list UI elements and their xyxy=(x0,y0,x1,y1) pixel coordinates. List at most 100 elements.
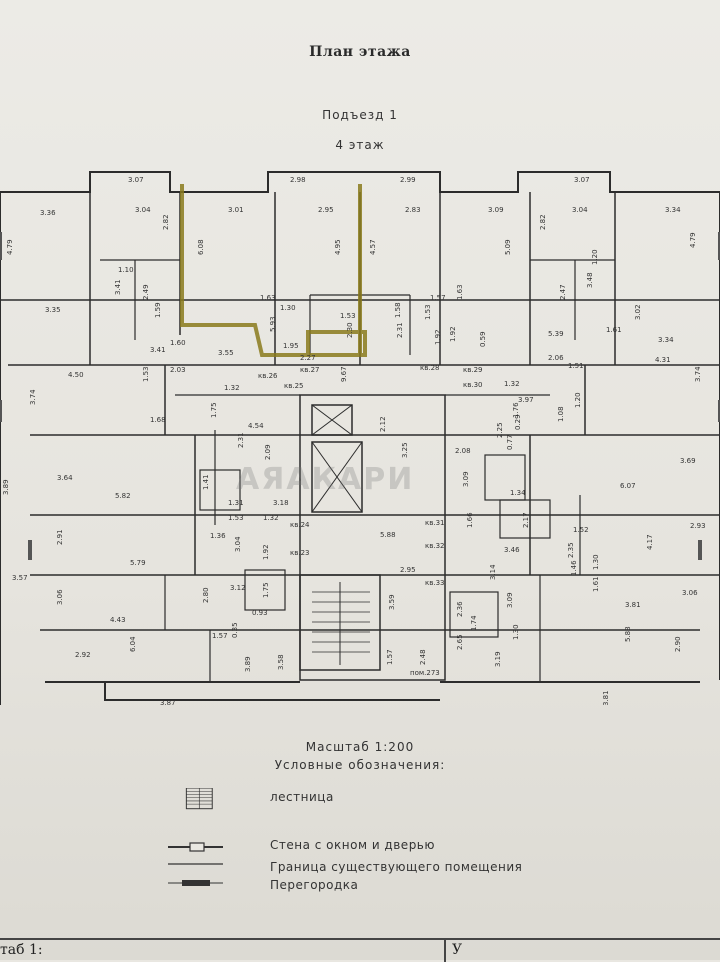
apartment-number-label: кв.25 xyxy=(284,382,304,390)
room-area-label: 1.32 xyxy=(224,384,240,392)
room-area-label: 3.12 xyxy=(230,584,246,592)
room-area-label: 2.90 xyxy=(674,636,682,652)
room-area-label: 3.36 xyxy=(40,209,56,217)
room-area-label: 4.31 xyxy=(655,356,671,364)
room-area-label: 3.07 xyxy=(574,176,590,184)
room-area-label: 3.09 xyxy=(506,592,514,608)
boundary-line-symbol-icon xyxy=(168,863,223,865)
room-area-label: 2.92 xyxy=(75,651,91,659)
watermark-text: АЯАКАРИ xyxy=(236,462,415,497)
room-area-label: 2.12 xyxy=(379,416,387,432)
room-area-label: 4.79 xyxy=(689,232,697,248)
room-area-label: 1.53 xyxy=(142,366,150,382)
room-area-label: 2.83 xyxy=(405,206,421,214)
room-area-label: 2.30 xyxy=(346,322,354,338)
room-area-label: 1.61 xyxy=(606,326,622,334)
room-area-label: 1.41 xyxy=(202,474,210,490)
room-area-label: 4.79 xyxy=(6,239,14,255)
room-area-label: 1.92 xyxy=(449,326,457,342)
room-area-label: 2.82 xyxy=(162,214,170,230)
legend-item-stairs: лестница xyxy=(168,788,668,810)
room-area-label: 2.95 xyxy=(400,566,416,574)
room-area-label: 4.17 xyxy=(646,534,654,550)
room-area-label: 3.02 xyxy=(634,304,642,320)
room-area-label: 3.41 xyxy=(150,346,166,354)
apartment-number-label: кв.29 xyxy=(463,366,483,374)
wall-window-symbol-icon xyxy=(168,842,223,852)
room-area-label: 1.53 xyxy=(228,514,244,522)
room-area-label: 3.35 xyxy=(45,306,61,314)
room-area-label: 3.04 xyxy=(234,536,242,552)
room-area-label: 3.57 xyxy=(12,574,28,582)
room-area-label: 1.20 xyxy=(574,392,582,408)
room-area-label: 3.18 xyxy=(273,499,289,507)
room-area-label: 5.39 xyxy=(548,330,564,338)
room-area-label: 3.04 xyxy=(135,206,151,214)
room-area-label: 1.51 xyxy=(568,362,584,370)
plan-title: План этажа xyxy=(309,44,411,60)
room-area-label: 4.50 xyxy=(68,371,84,379)
room-area-label: 1.36 xyxy=(210,532,226,540)
room-area-label: 3.41 xyxy=(114,279,122,295)
highlighted-apartment-outline xyxy=(180,184,367,357)
room-area-label: 1.63 xyxy=(260,294,276,302)
room-area-label: 5.88 xyxy=(624,626,632,642)
room-area-label: 1.31 xyxy=(228,499,244,507)
room-area-label: 3.09 xyxy=(488,206,504,214)
room-area-label: 1.52 xyxy=(573,526,589,534)
apartment-number-label: кв.28 xyxy=(420,364,440,372)
room-area-label: 3.59 xyxy=(388,594,396,610)
apartment-number-label: кв.24 xyxy=(290,521,310,529)
room-area-label: 3.97 xyxy=(518,396,534,404)
room-area-label: 2.03 xyxy=(170,366,186,374)
room-area-label: 2.27 xyxy=(300,354,316,362)
room-area-label: 4.57 xyxy=(369,239,377,255)
room-area-label: 2.99 xyxy=(400,176,416,184)
footer-left-text: таб 1: xyxy=(0,942,43,958)
room-area-label: 6.08 xyxy=(197,239,205,255)
legend-item-boundary: Граница существующего помещения xyxy=(168,858,668,880)
room-area-label: 3.58 xyxy=(277,654,285,670)
room-area-label: 2.98 xyxy=(290,176,306,184)
legend-title: Условные обозначения: xyxy=(274,758,446,772)
room-area-label: 2.95 xyxy=(318,206,334,214)
room-area-label: 1.32 xyxy=(263,514,279,522)
entrance-label: Подъезд 1 xyxy=(322,108,398,122)
room-area-label: 3.25 xyxy=(401,442,409,458)
room-area-label: 3.09 xyxy=(462,471,470,487)
room-area-label: 6.07 xyxy=(620,482,636,490)
room-area-label: 1.53 xyxy=(340,312,356,320)
room-area-label: 1.74 xyxy=(470,615,478,631)
apartment-number-label: кв.27 xyxy=(300,366,320,374)
room-area-label: 1.10 xyxy=(118,266,134,274)
room-area-label: 1.30 xyxy=(592,554,600,570)
room-area-label: 1.75 xyxy=(262,582,270,598)
room-area-label: 5.79 xyxy=(130,559,146,567)
room-area-label: 1.95 xyxy=(283,342,299,350)
apartment-number-label: кв.33 xyxy=(425,579,445,587)
room-area-label: 3.89 xyxy=(2,479,10,495)
room-area-label: 1.30 xyxy=(280,304,296,312)
stair-symbol-icon xyxy=(185,788,213,810)
room-area-label: 1.75 xyxy=(210,402,218,418)
room-area-label: 3.74 xyxy=(29,389,37,405)
room-area-label: 1.34 xyxy=(510,489,526,497)
floor-label: 4 этаж xyxy=(335,138,385,152)
room-area-label: 3.81 xyxy=(602,690,610,705)
room-area-label: 2.17 xyxy=(522,512,530,528)
room-area-label: 3.04 xyxy=(572,206,588,214)
room-area-label: 2.93 xyxy=(690,522,706,530)
room-area-label: 3.01 xyxy=(228,206,244,214)
apartment-number-label: кв.26 xyxy=(258,372,278,380)
room-area-label: 4.43 xyxy=(110,616,126,624)
room-area-label: 1.57 xyxy=(386,649,394,665)
legend-label-stairs: лестница xyxy=(270,790,334,804)
room-area-label: 2.91 xyxy=(56,529,64,545)
room-area-label: 3.48 xyxy=(586,272,594,288)
room-area-label: 3.19 xyxy=(494,651,502,667)
apartment-number-label: пом.273 xyxy=(410,669,440,677)
room-area-label: 3.34 xyxy=(665,206,681,214)
